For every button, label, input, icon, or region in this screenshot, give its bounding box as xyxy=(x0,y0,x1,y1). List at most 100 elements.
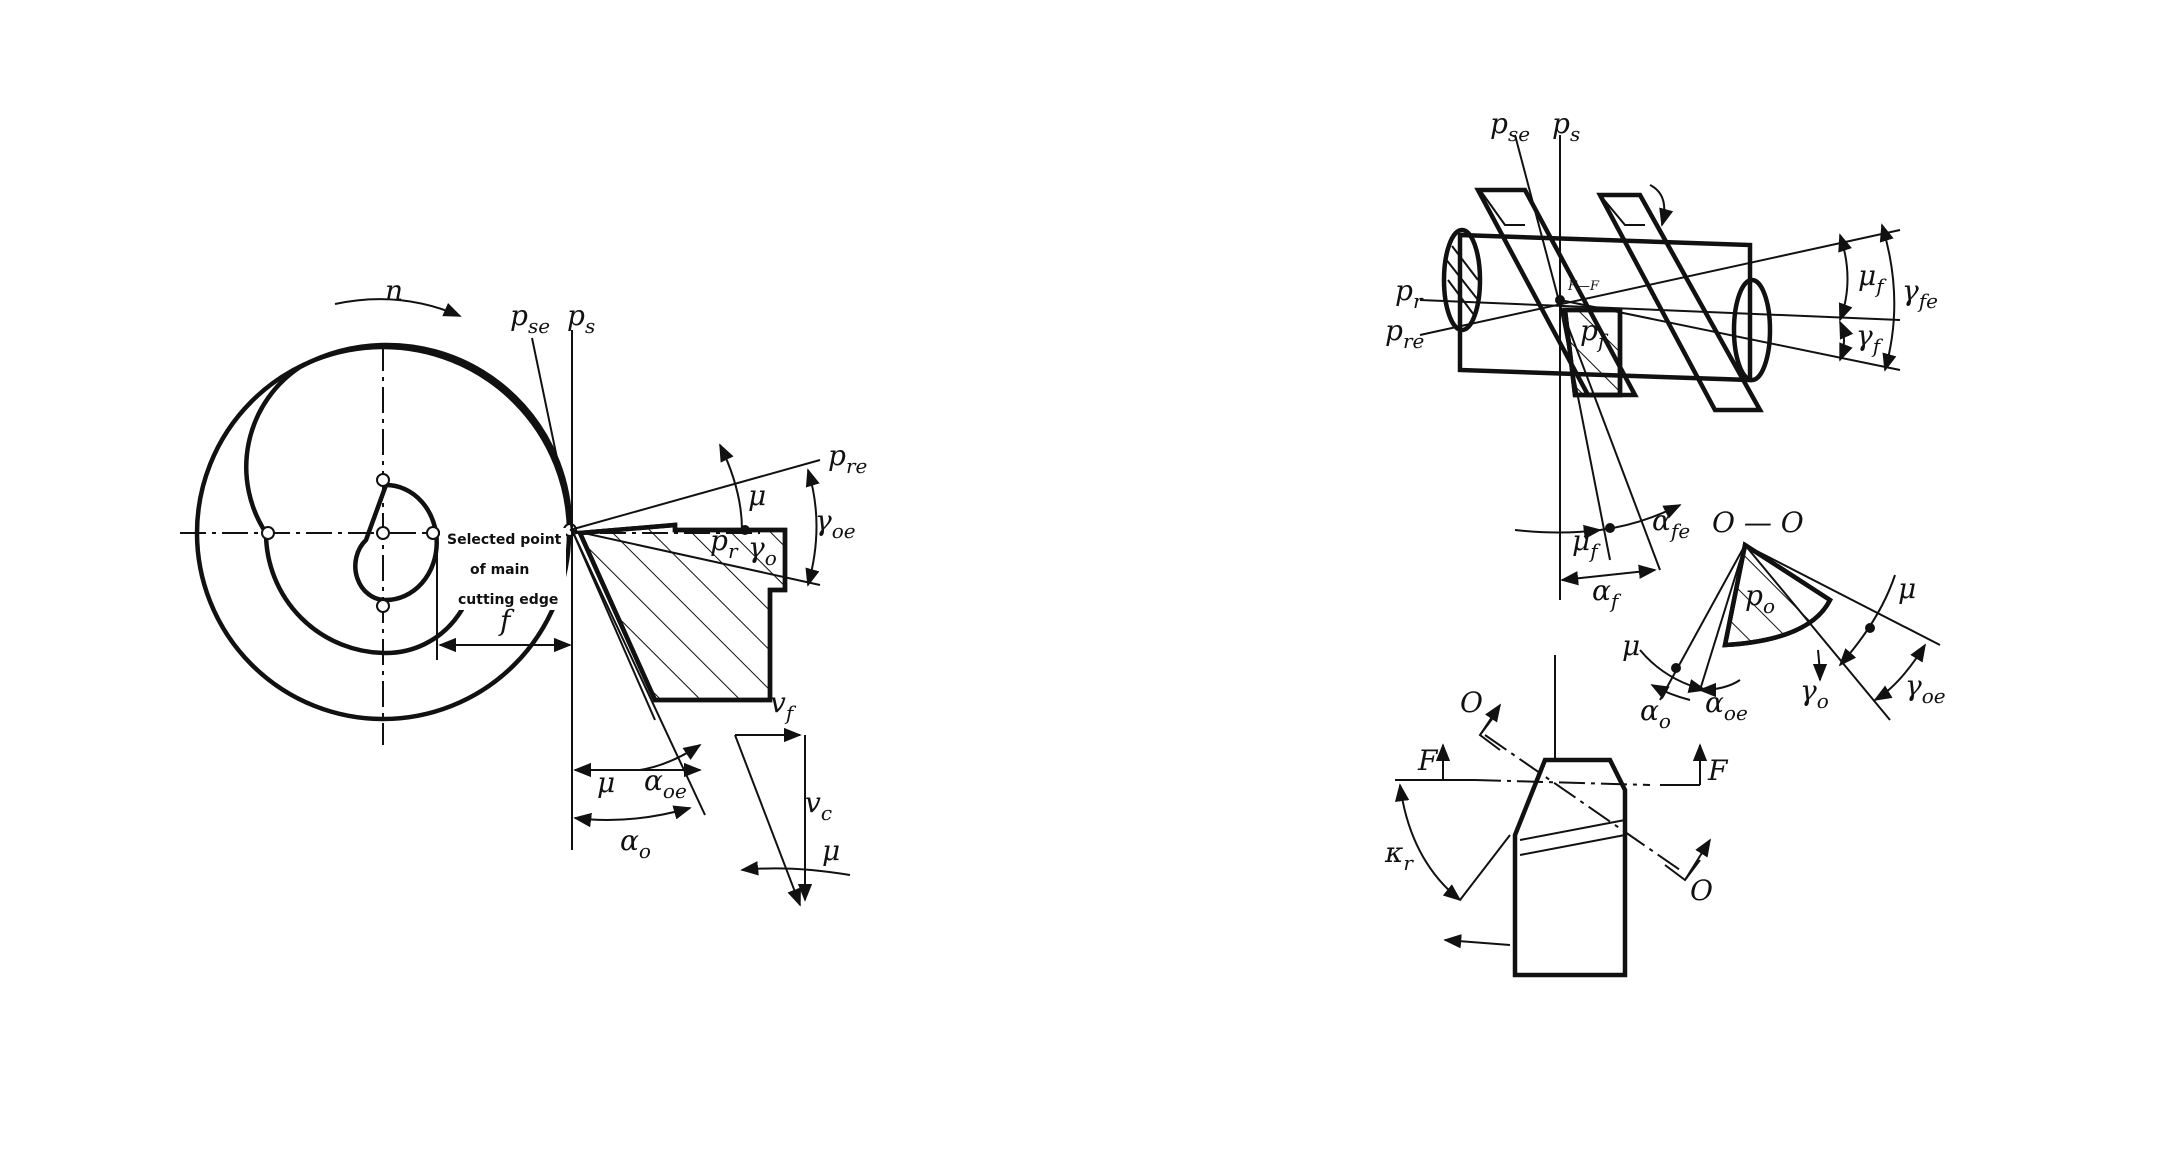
pivot-point xyxy=(261,526,275,540)
mu-arc-top xyxy=(719,443,743,531)
label-mu-a: μ xyxy=(1622,629,1640,662)
label-gamma-o: γo xyxy=(748,531,777,570)
label-gamma-oe: γoe xyxy=(815,504,856,543)
note-box xyxy=(440,528,566,610)
label-v-c: vc xyxy=(805,786,832,825)
rotation-arrow-right xyxy=(1649,184,1674,227)
plane-pse-line xyxy=(531,337,573,531)
mu-a-dot xyxy=(1671,663,1681,673)
gamma-oe-arc-right xyxy=(1873,643,1926,701)
label-p-re-right: pre xyxy=(1385,314,1424,353)
gamma-fe-arc xyxy=(1879,223,1897,372)
label-f-left: F xyxy=(1417,744,1439,777)
label-alpha-f: αf xyxy=(1592,574,1622,613)
tool-edge-band xyxy=(1519,819,1626,856)
label-alpha-o-right: αo xyxy=(1640,694,1671,733)
label-mu-f: μf xyxy=(1858,259,1887,298)
flute-left xyxy=(1474,187,1639,398)
label-p-r: pr xyxy=(710,524,739,563)
gamma-oe-arc xyxy=(805,468,820,587)
alpha-oe-arc-right xyxy=(1698,679,1741,698)
gamma-o-arc-right xyxy=(1812,649,1828,682)
alpha-oe-arc xyxy=(639,744,702,771)
label-f-right: F xyxy=(1707,754,1729,787)
label-ff: F—F xyxy=(1567,279,1600,294)
pre-line-right xyxy=(1419,229,1901,336)
end-hatch-left xyxy=(1444,245,1479,316)
label-mu-bottom: μ xyxy=(597,766,615,799)
label-p-se-right: pse xyxy=(1490,107,1530,146)
tool-plan-outline xyxy=(1512,757,1628,978)
label-mu-b: μ xyxy=(1898,572,1916,605)
flute-right xyxy=(1596,192,1764,413)
alpha-fe-line xyxy=(1559,304,1661,571)
feed-arrow-plan xyxy=(1443,934,1511,949)
label-gamma-f: γf xyxy=(1856,319,1884,358)
cutting-tool-outline xyxy=(576,522,788,703)
label-p-o: po xyxy=(1745,579,1775,618)
oo-line-3 xyxy=(1744,544,1941,646)
rotation-arrow xyxy=(334,298,462,317)
label-mu-velocity: μ xyxy=(822,834,840,867)
label-n: n xyxy=(385,274,403,307)
label-alpha-fe: αfe xyxy=(1652,504,1690,543)
note-line-3: cutting edge xyxy=(458,592,558,608)
kappa-r-arc xyxy=(1395,783,1462,902)
label-alpha-oe: αoe xyxy=(644,764,687,803)
o-top-arrow xyxy=(1479,703,1501,736)
alpha-o-arc xyxy=(573,805,692,828)
right-figure: pse ps pr pre F—F pf μf γf γfe μf xyxy=(1384,107,1946,978)
pse-line-right xyxy=(1514,134,1561,306)
mu-f2-arc xyxy=(1514,524,1602,540)
pivot-point xyxy=(376,473,390,487)
label-alpha-oe-right: αoe xyxy=(1705,686,1748,725)
shaft-end-left xyxy=(1441,227,1483,333)
mu-b-arc xyxy=(1838,574,1896,667)
mu-f-arc xyxy=(1838,233,1853,322)
label-gamma-oe-right: γoe xyxy=(1905,669,1946,708)
mu-velocity-arc xyxy=(740,861,851,876)
label-gamma-fe: γfe xyxy=(1902,274,1938,313)
kappa-r-line xyxy=(1459,834,1511,901)
label-v-f: vf xyxy=(770,686,797,725)
alpha-f-dimension xyxy=(1560,564,1657,586)
label-mu-top: μ xyxy=(748,479,766,512)
label-oo: O — O xyxy=(1712,506,1804,539)
label-gamma-o-right: γo xyxy=(1800,674,1829,713)
note-line-1: Selected point xyxy=(447,532,562,548)
mu-a-arc xyxy=(1639,649,1707,694)
flute-right-edge xyxy=(1599,194,1645,226)
pivot-point xyxy=(426,526,440,540)
spiral-curve xyxy=(244,342,573,656)
alpha-f-line xyxy=(1559,304,1611,561)
label-p-s-right: ps xyxy=(1552,107,1580,146)
label-alpha-o: αo xyxy=(620,824,651,863)
o-bottom-arrow xyxy=(1684,838,1711,881)
label-kappa-r: κr xyxy=(1384,836,1414,875)
label-o-bottom: O xyxy=(1690,874,1713,907)
ve-vector xyxy=(734,734,801,907)
pr-line-right xyxy=(1419,299,1901,321)
flute-left-edge xyxy=(1479,189,1525,226)
label-o-top: O xyxy=(1460,686,1483,719)
oo-line-4 xyxy=(1744,544,1891,721)
alpha-o-arc-right xyxy=(1650,684,1691,701)
pivot-point xyxy=(376,526,390,540)
label-p-s: ps xyxy=(567,299,595,338)
oo-line-2 xyxy=(1699,544,1746,691)
section-oo-trace xyxy=(1484,734,1681,871)
label-p-re: pre xyxy=(828,439,867,478)
mu-f2-dot xyxy=(1605,523,1615,533)
label-p-se: pse xyxy=(510,299,550,338)
mu-b-dot xyxy=(1865,623,1875,633)
oo-line-1 xyxy=(1659,544,1746,701)
section-oo-outline xyxy=(1722,541,1833,648)
shaft-end-right xyxy=(1731,277,1773,383)
label-p-r-right: pr xyxy=(1395,274,1424,313)
note-line-2: of main xyxy=(470,562,529,578)
plane-pre-line xyxy=(569,459,821,531)
gamma-f-arc xyxy=(1839,320,1854,362)
inner-loop xyxy=(353,482,439,603)
pivot-point xyxy=(376,599,390,613)
